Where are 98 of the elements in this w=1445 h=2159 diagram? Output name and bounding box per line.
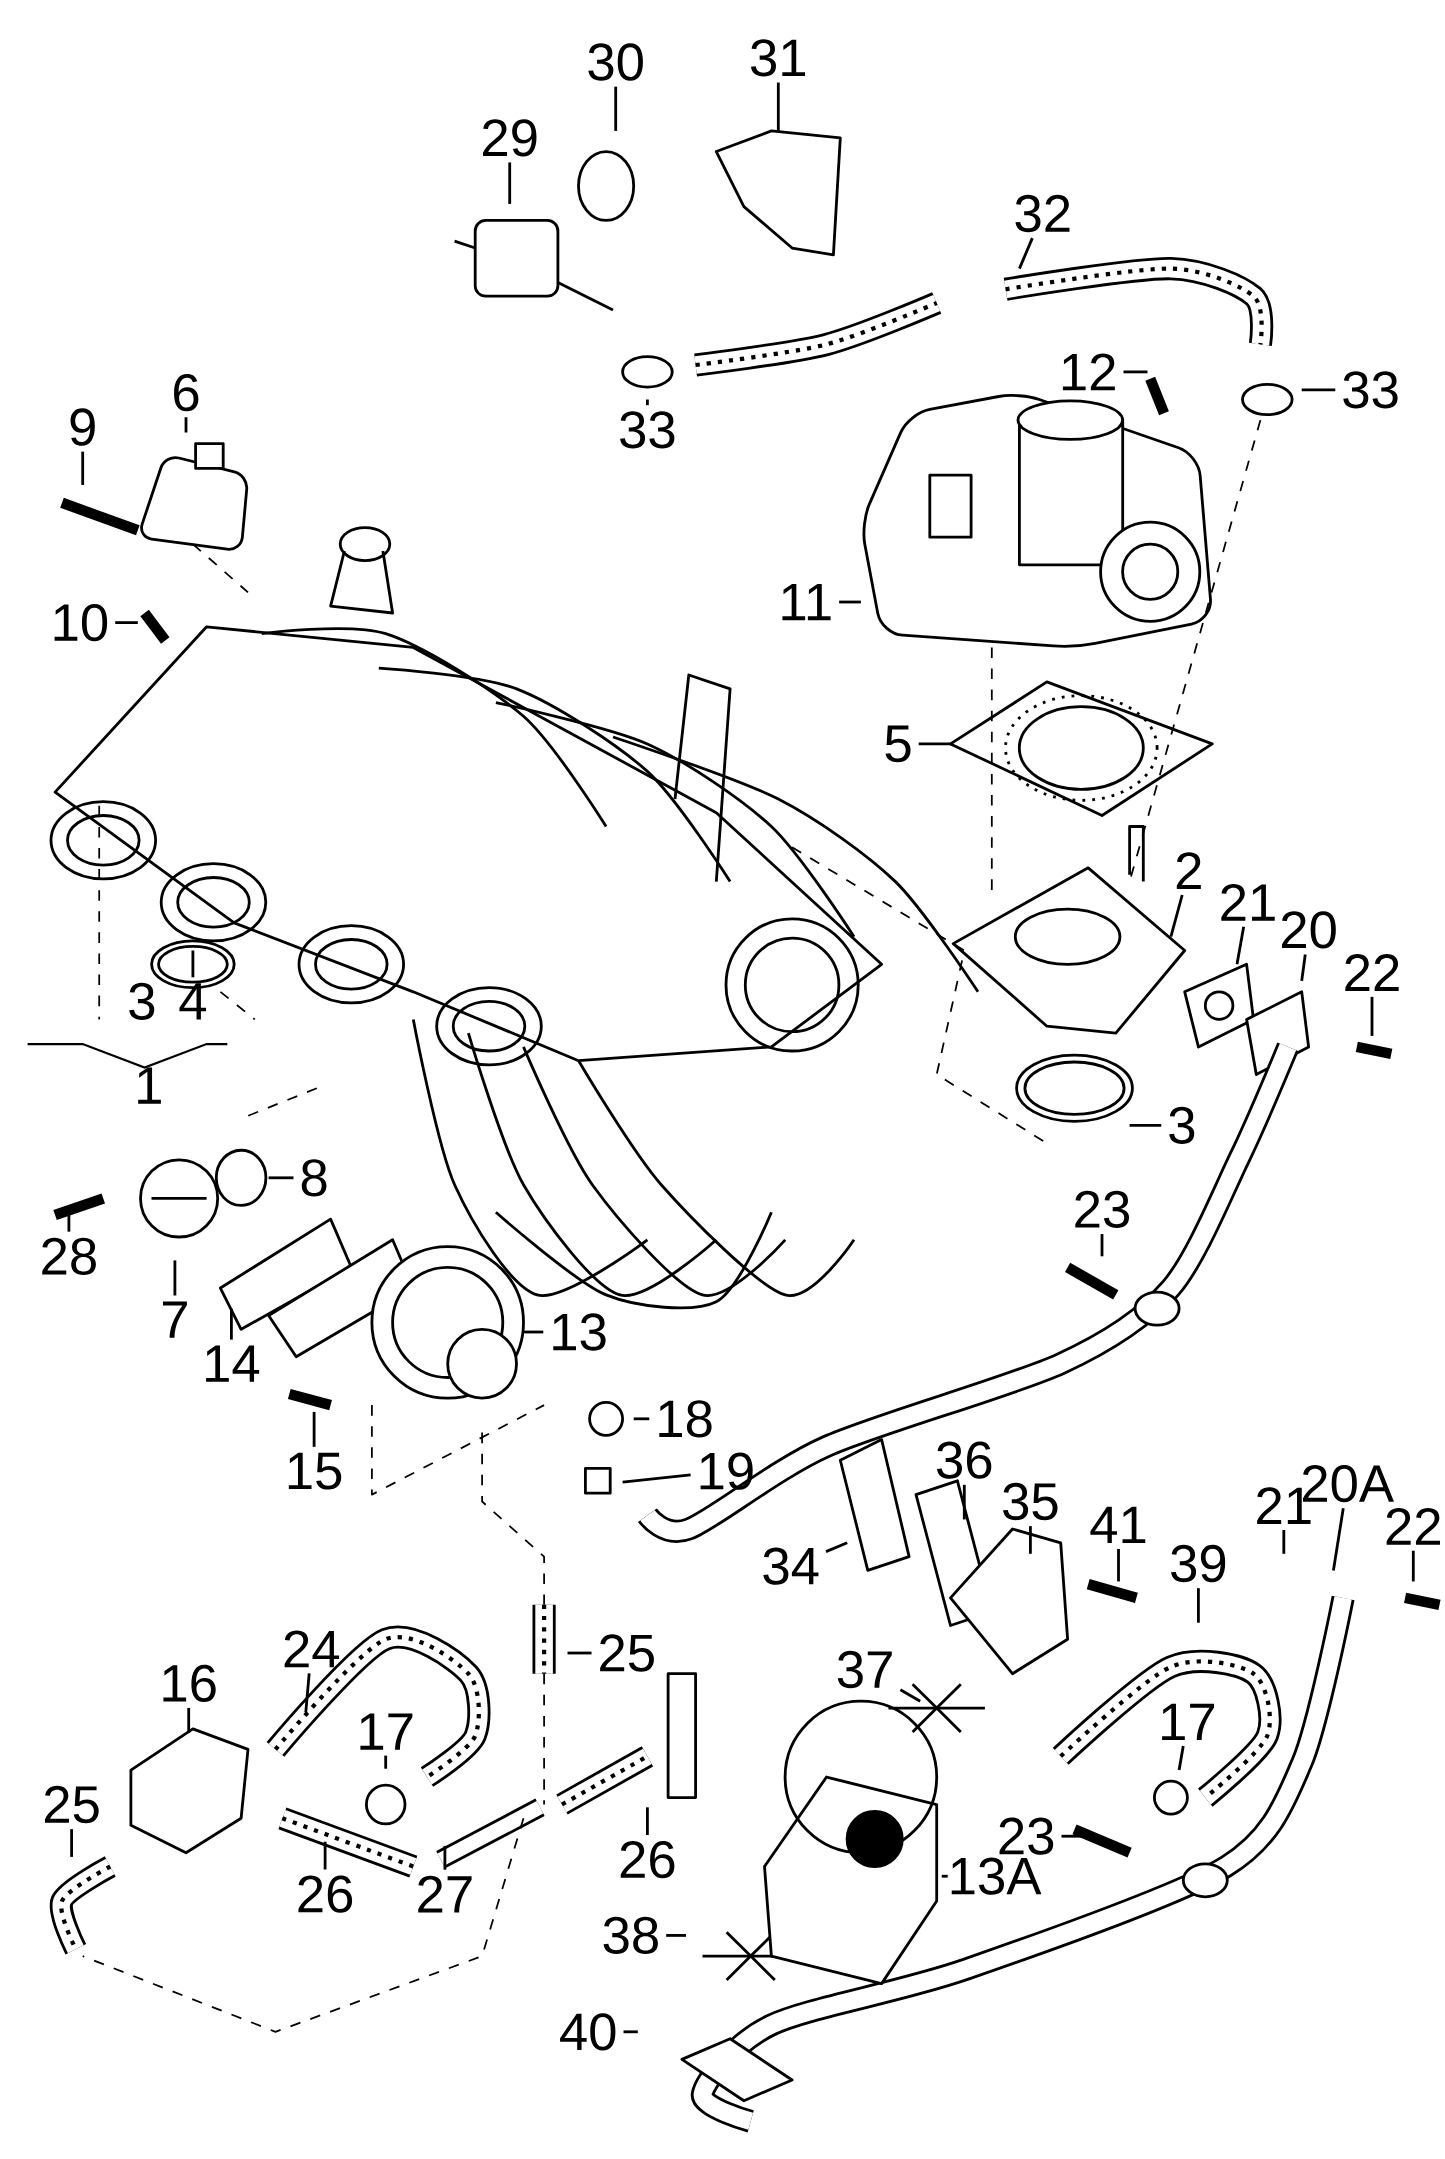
callout-number: 7 <box>162 1301 187 1338</box>
callout-number: 21 <box>1221 883 1275 921</box>
callout-number: 41 <box>1090 1506 1146 1544</box>
leader-line <box>187 1707 191 1733</box>
leader-line <box>1301 388 1336 392</box>
leader-line <box>268 1176 294 1180</box>
leader-line <box>666 1934 686 1937</box>
callout-number: 19 <box>700 1452 753 1490</box>
callout-number: 27 <box>418 1875 472 1913</box>
leader-line <box>646 399 649 406</box>
callout-number: 33 <box>1343 371 1398 409</box>
leader-line <box>1282 1530 1286 1554</box>
callout-number: 11 <box>782 583 831 621</box>
leader-line <box>81 451 85 485</box>
leader-line <box>622 1473 691 1484</box>
leader-line <box>312 1411 316 1447</box>
callout-number: 31 <box>750 39 806 77</box>
leader-line <box>173 1260 177 1296</box>
leader-line <box>323 1841 327 1870</box>
leader-line <box>1117 1549 1120 1582</box>
callout-number: 22 <box>1386 1507 1440 1545</box>
callout-number: 25 <box>44 1785 99 1824</box>
leader-line <box>1370 996 1374 1036</box>
leader-line <box>384 1755 388 1769</box>
leader-line <box>304 1673 311 1713</box>
leader-line <box>1332 1508 1345 1571</box>
callout-number: 4 <box>179 983 206 1020</box>
leader-line <box>633 1417 650 1421</box>
callout-number: 24 <box>284 1630 340 1668</box>
callout-number: 9 <box>70 408 95 446</box>
callout-number: 3 <box>1169 1106 1195 1145</box>
callout-number: 5 <box>885 725 911 763</box>
callout-number: 20 <box>1281 911 1336 949</box>
callout-number: 38 <box>603 1916 658 1955</box>
leader-line <box>1235 926 1246 965</box>
callout-number: 6 <box>174 373 199 412</box>
leader-line <box>1197 1588 1200 1623</box>
leader-line <box>918 742 951 746</box>
leader-line <box>1100 1234 1104 1257</box>
leader-line <box>508 162 512 204</box>
leader-line <box>941 1874 948 1878</box>
leader-line <box>1177 1745 1185 1771</box>
leader-line <box>646 1807 649 1835</box>
leader-line <box>1169 894 1184 938</box>
leader-line <box>825 1541 848 1553</box>
callout-number: 40 <box>560 2013 616 2051</box>
leader-line <box>67 1212 71 1232</box>
callout-number: 29 <box>483 119 537 157</box>
callout-number: 13A <box>951 1857 1042 1895</box>
callout-number: 26 <box>298 1875 353 1913</box>
callout-number: 8 <box>301 1159 327 1197</box>
callout-number: 22 <box>1345 954 1399 991</box>
callout-number: 37 <box>837 1650 892 1689</box>
callout-number: 35 <box>1003 1482 1058 1521</box>
leader-line <box>962 1484 966 1520</box>
callout-number: 30 <box>588 43 643 81</box>
leader-line <box>1029 1526 1032 1554</box>
leader-line <box>443 1845 447 1870</box>
leader-line <box>614 86 618 131</box>
callout-number: 23 <box>1075 1190 1129 1229</box>
leader-line <box>70 1829 73 1857</box>
leader-line <box>1018 237 1034 270</box>
callout-number: 10 <box>54 603 108 642</box>
callout-number: 18 <box>659 1400 712 1438</box>
leader-line <box>115 621 138 625</box>
leader-line <box>899 1688 921 1703</box>
callout-number: 32 <box>1015 194 1070 233</box>
leader-line <box>776 82 780 131</box>
callout-number: 17 <box>1162 1703 1215 1741</box>
leader-line <box>623 2030 638 2034</box>
callout-number: 17 <box>360 1713 413 1750</box>
callout-number: 23 <box>999 1817 1054 1855</box>
leader-line <box>567 1651 592 1655</box>
leader-line <box>230 1308 233 1340</box>
callout-number: 2 <box>1176 852 1201 889</box>
callout-number: 33 <box>620 411 675 449</box>
callout-number: 16 <box>163 1664 216 1702</box>
callout-number: 26 <box>620 1840 675 1879</box>
leader-line <box>1411 1550 1415 1582</box>
callout-number: 36 <box>936 1441 992 1479</box>
leader-line <box>1300 954 1307 981</box>
callout-number: 15 <box>288 1452 342 1490</box>
callout-number: 34 <box>763 1547 819 1585</box>
callout-number: 25 <box>600 1634 654 1672</box>
leader-line <box>1061 1834 1082 1838</box>
callout-number: 28 <box>42 1237 96 1275</box>
callout-number: 12 <box>1062 353 1115 391</box>
leader-line <box>184 417 188 433</box>
callout-number: 13 <box>553 1313 606 1351</box>
callout-number: 39 <box>1171 1544 1226 1583</box>
leader-line <box>523 1330 544 1334</box>
callout-number: 3 <box>129 982 155 1021</box>
leader-line <box>1123 370 1148 374</box>
callout-number: 1 <box>138 1067 161 1104</box>
callout-number: 14 <box>206 1345 260 1382</box>
leader-line <box>1129 1124 1162 1127</box>
leader-line <box>839 600 861 604</box>
leader-line <box>191 950 195 978</box>
